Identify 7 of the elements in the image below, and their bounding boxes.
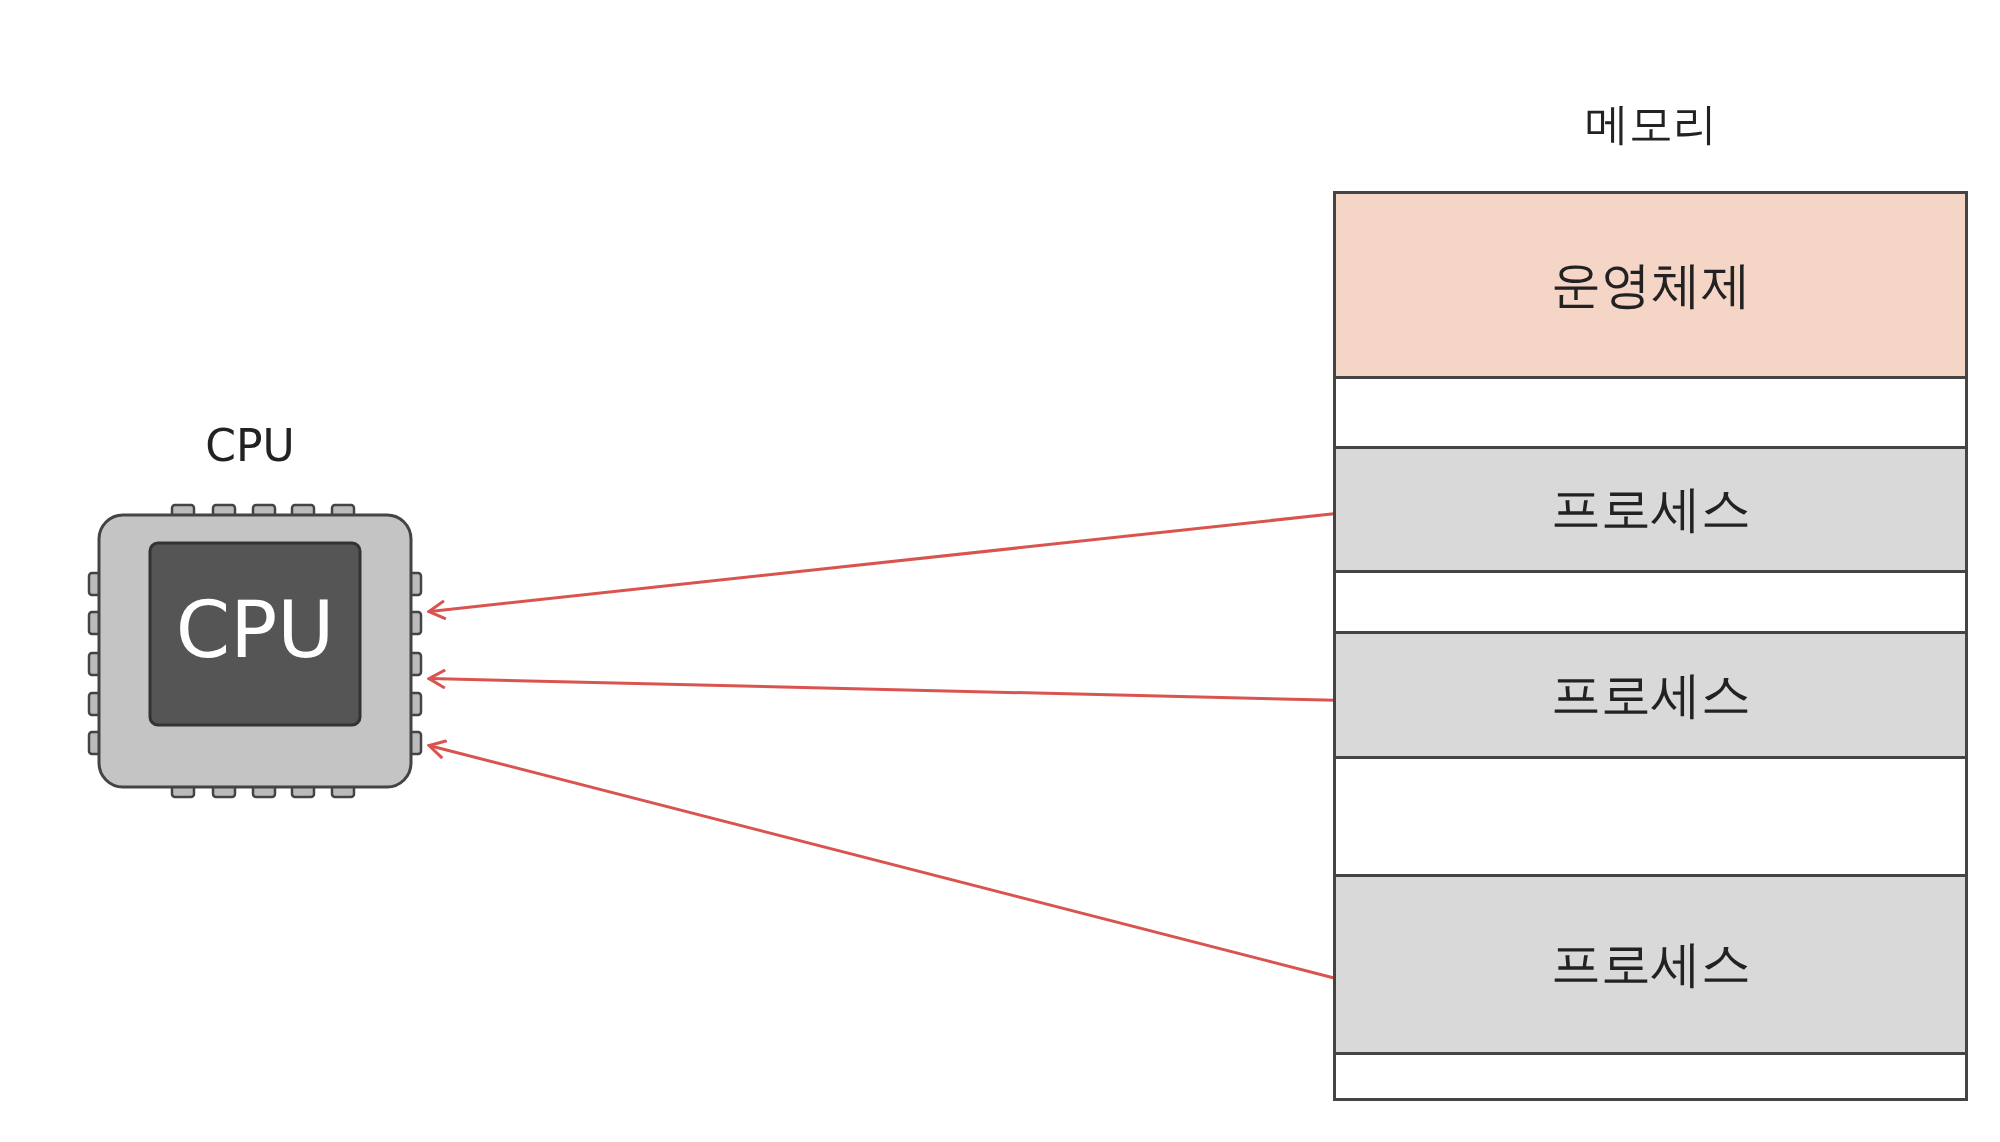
chip-label: CPU [174, 585, 336, 675]
chip-heading: CPU [204, 420, 296, 471]
memory-band: 프로세스 [1336, 877, 1965, 1055]
memory-heading: 메모리 [1583, 97, 1718, 151]
memory-band: 운영체제 [1336, 194, 1965, 379]
memory-band: 프로세스 [1336, 634, 1965, 759]
memory-band: 프로세스 [1336, 449, 1965, 573]
